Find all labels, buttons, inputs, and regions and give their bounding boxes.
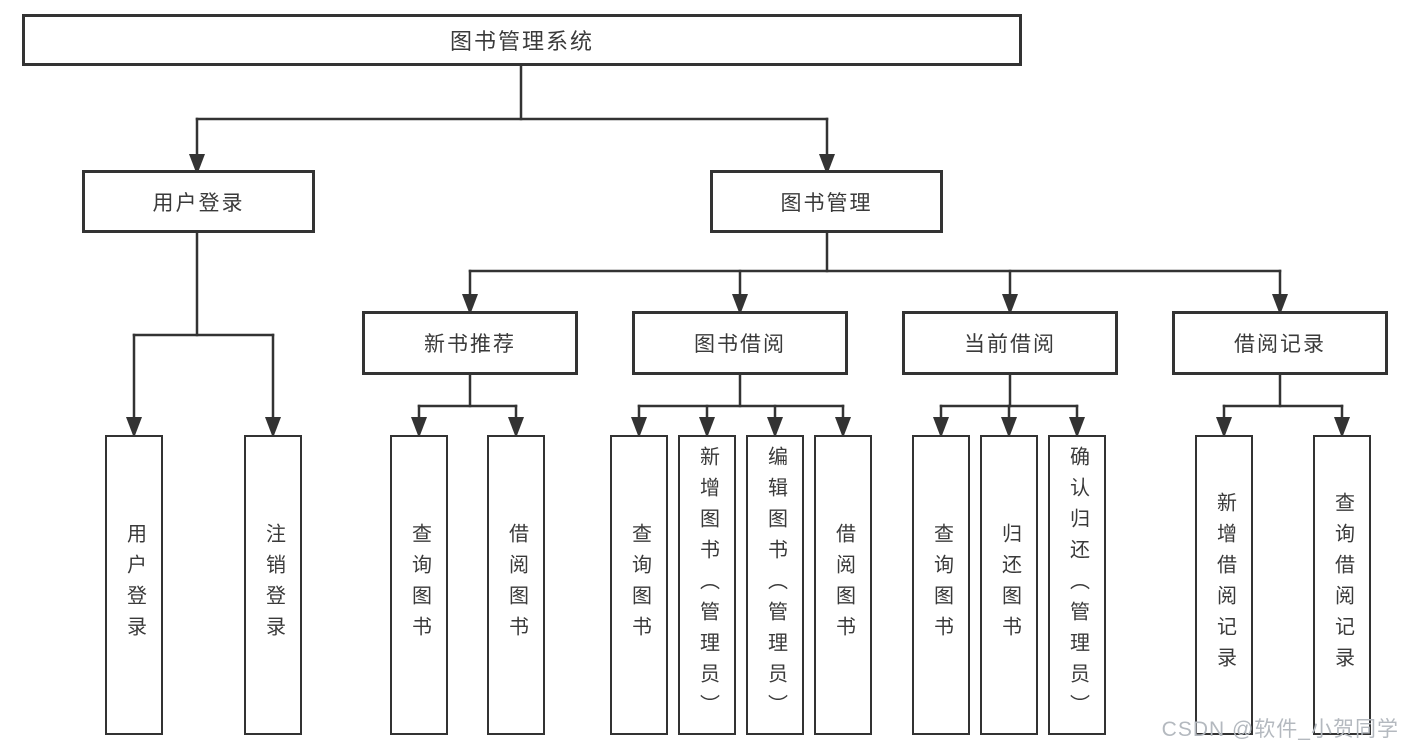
leaf-edit-book-admin: 编辑图书（管理员） <box>746 435 804 735</box>
node-label: 确认归还（管理员） <box>1066 445 1089 725</box>
leaf-confirm-return-admin: 确认归还（管理员） <box>1048 435 1106 735</box>
node-label: 查询图书 <box>930 523 953 647</box>
leaf-borrow-books-2: 借阅图书 <box>814 435 872 735</box>
leaf-query-books-1: 查询图书 <box>390 435 448 735</box>
node-label: 注销登录 <box>262 523 285 647</box>
node-label: 归还图书 <box>998 523 1021 647</box>
node-new-book-recommend: 新书推荐 <box>362 311 578 375</box>
node-library-management-system: 图书管理系统 <box>22 14 1022 66</box>
node-label: 借阅记录 <box>1234 333 1326 356</box>
node-label: 图书管理系统 <box>449 29 594 54</box>
leaf-logout: 注销登录 <box>244 435 302 735</box>
leaf-query-borrow-record: 查询借阅记录 <box>1313 435 1371 735</box>
node-label: 新增图书（管理员） <box>696 445 719 725</box>
node-label: 用户登录 <box>123 523 146 647</box>
node-label: 新增借阅记录 <box>1213 492 1236 678</box>
node-label: 借阅图书 <box>505 523 528 647</box>
node-label: 当前借阅 <box>964 333 1056 356</box>
leaf-query-books-2: 查询图书 <box>610 435 668 735</box>
node-book-management: 图书管理 <box>710 170 943 233</box>
node-label: 图书借阅 <box>694 333 786 356</box>
node-label: 查询图书 <box>408 523 431 647</box>
leaf-add-book-admin: 新增图书（管理员） <box>678 435 736 735</box>
leaf-query-books-3: 查询图书 <box>912 435 970 735</box>
node-label: 编辑图书（管理员） <box>764 445 787 725</box>
node-label: 图书管理 <box>780 191 873 215</box>
node-book-borrow: 图书借阅 <box>632 311 848 375</box>
node-label: 查询图书 <box>628 523 651 647</box>
leaf-borrow-books-1: 借阅图书 <box>487 435 545 735</box>
node-label: 查询借阅记录 <box>1331 492 1354 678</box>
node-borrow-records: 借阅记录 <box>1172 311 1388 375</box>
node-label: 借阅图书 <box>832 523 855 647</box>
node-label: 新书推荐 <box>424 333 516 356</box>
node-current-borrow: 当前借阅 <box>902 311 1118 375</box>
leaf-add-borrow-record: 新增借阅记录 <box>1195 435 1253 735</box>
leaf-return-book: 归还图书 <box>980 435 1038 735</box>
leaf-user-login: 用户登录 <box>105 435 163 735</box>
node-label: 用户登录 <box>152 191 245 215</box>
csdn-watermark: CSDN @软件_小贺同学 <box>1161 718 1399 741</box>
node-user-login-group: 用户登录 <box>82 170 315 233</box>
